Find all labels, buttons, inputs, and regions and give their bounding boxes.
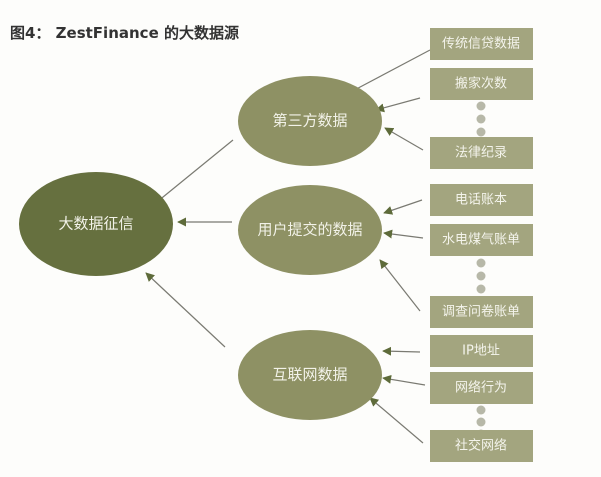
arrow-item-3-2 [382, 374, 426, 386]
arrow-item-1-2 [375, 97, 421, 113]
group-node-1: 第三方数据 [238, 76, 382, 166]
svg-text:网络行为: 网络行为 [455, 380, 507, 396]
source-box: IP地址 [430, 335, 533, 367]
svg-text:社交网络: 社交网络 [455, 438, 507, 454]
source-box: 调查问卷账单 [430, 296, 533, 328]
center-label: 大数据征信 [58, 215, 133, 233]
ellipsis-dots [476, 258, 486, 294]
arrows [145, 49, 431, 444]
source-box: 水电煤气账单 [430, 224, 533, 256]
group-label: 用户提交的数据 [257, 221, 362, 239]
arrow-item-2-2 [383, 229, 424, 239]
arrow-item-2-3 [379, 259, 421, 312]
arrow-item-2-1 [383, 199, 423, 215]
group-label: 第三方数据 [272, 112, 347, 130]
arrow-item-3-1 [382, 346, 421, 356]
source-box: 电话账本 [430, 184, 533, 216]
svg-text:水电煤气账单: 水电煤气账单 [442, 232, 520, 248]
svg-text:法律纪录: 法律纪录 [455, 146, 507, 161]
arrow-item-3-3 [369, 397, 424, 444]
arrow-item-1-3 [384, 127, 424, 151]
ellipsis-dots [476, 101, 486, 137]
source-box: 网络行为 [430, 372, 533, 404]
figure-title: 图4： ZestFinance 的大数据源 [10, 24, 239, 42]
source-box: 社交网络 [430, 430, 533, 462]
svg-text:传统信贷数据: 传统信贷数据 [442, 37, 520, 52]
group-node-3: 互联网数据 [238, 330, 382, 420]
arrow-group-1 [151, 139, 234, 207]
source-box: 传统信贷数据 [430, 28, 533, 60]
arrow-item-1-1 [344, 49, 431, 96]
source-box: 搬家次数 [430, 68, 533, 100]
center-node: 大数据征信 [19, 172, 173, 276]
source-box: 法律纪录 [430, 137, 533, 169]
arrow-group-3 [145, 272, 226, 348]
svg-text:搬家次数: 搬家次数 [455, 76, 507, 92]
group-label: 互联网数据 [272, 366, 347, 384]
group-node-2: 用户提交的数据 [238, 185, 382, 275]
svg-text:电话账本: 电话账本 [455, 193, 507, 208]
svg-text:调查问卷账单: 调查问卷账单 [442, 304, 520, 320]
svg-text:IP地址: IP地址 [462, 344, 500, 359]
